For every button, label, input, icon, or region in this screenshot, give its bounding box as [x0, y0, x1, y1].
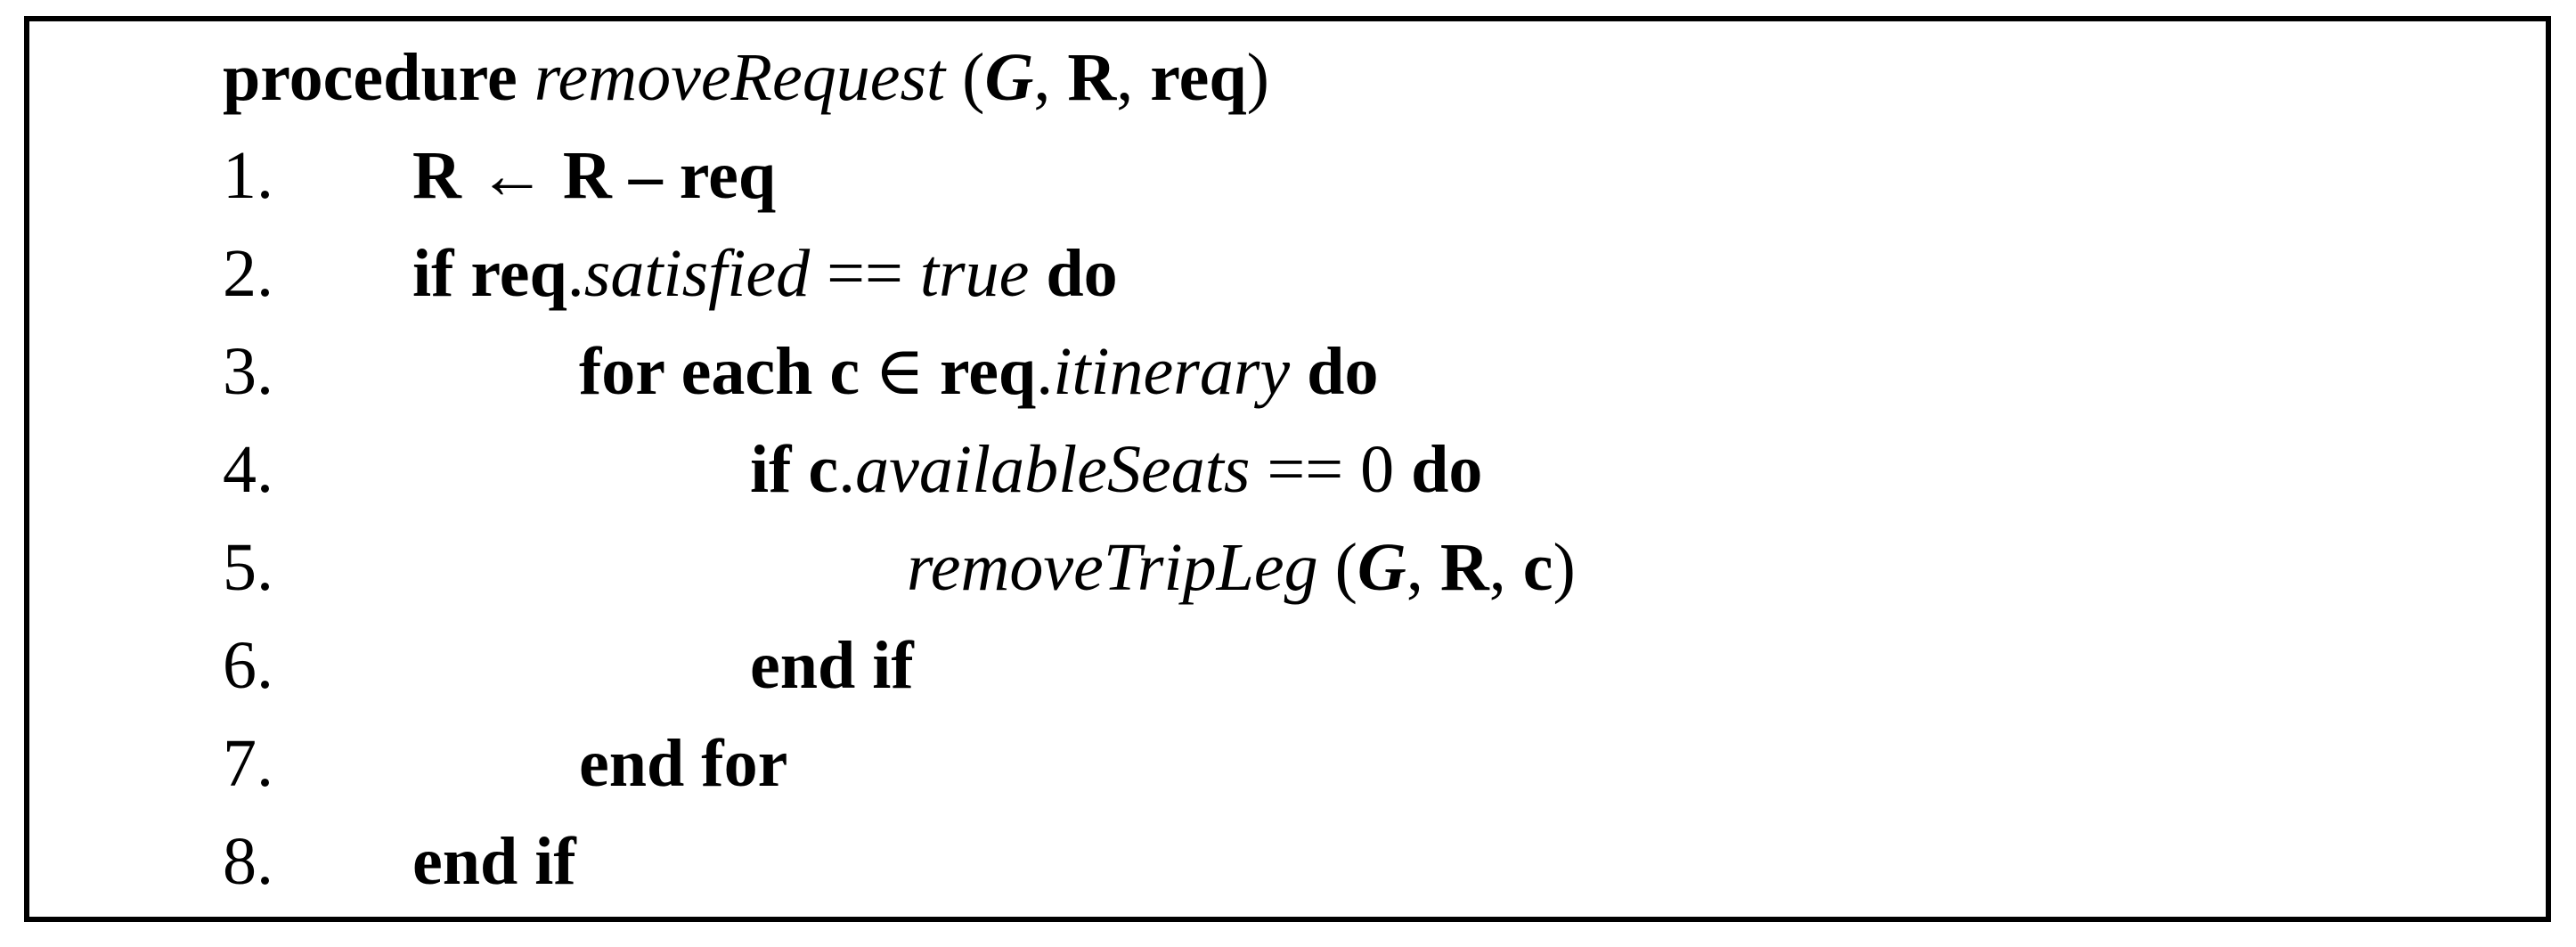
dot: .	[838, 432, 856, 507]
code-line-1: 1. R ← R – req	[223, 127, 2519, 225]
arg-graph: G	[984, 40, 1034, 115]
keyword-end-if: end if	[412, 824, 576, 899]
code-line-6: 6. end if	[223, 616, 2519, 714]
line-number: 4.	[223, 432, 273, 507]
equality-operator: ==	[810, 236, 920, 311]
call-remove-trip-leg: removeTripLeg	[907, 530, 1335, 605]
dot: .	[567, 236, 584, 311]
element-of-symbol: ∈	[874, 334, 925, 409]
line-number: 2.	[223, 236, 273, 311]
procedure-header-content: procedure removeRequest (G, R, req)	[223, 29, 1269, 127]
keyword-end-for: end for	[579, 726, 788, 801]
paren-close: )	[1553, 530, 1576, 605]
keyword-if: if req	[412, 236, 567, 311]
keyword-do: do	[1029, 236, 1118, 311]
keyword-do: do	[1411, 432, 1483, 507]
arg-requests: R	[1439, 530, 1489, 605]
line-number: 5.	[223, 530, 273, 605]
dot: .	[1036, 334, 1054, 409]
arg-requests: R	[1067, 40, 1117, 115]
assignment-statement: R ← R – req	[412, 138, 777, 213]
line-number: 7.	[223, 726, 273, 801]
code-line-4: 4. if c.availableSeats == 0 do	[223, 420, 2519, 518]
line-content: R ← R – req	[412, 127, 776, 225]
comma: ,	[1488, 530, 1523, 605]
equality-zero: == 0	[1250, 432, 1412, 507]
code-line-8: 8. end if	[223, 812, 2519, 910]
literal-true: true	[919, 236, 1030, 311]
paren-open: (	[1334, 530, 1357, 605]
comma: ,	[1406, 530, 1440, 605]
code-line-2: 2. if req.satisfied == true do	[223, 225, 2519, 322]
comma: ,	[1033, 40, 1068, 115]
procedure-name: removeRequest	[534, 40, 963, 115]
line-content: removeTripLeg (G, R, c)	[907, 518, 1576, 616]
comma: ,	[1116, 40, 1151, 115]
line-content: if c.availableSeats == 0 do	[750, 420, 1482, 518]
code-line-3: 3. for each c∈req.itinerary do	[223, 322, 2519, 420]
code-line-5: 5. removeTripLeg (G, R, c)	[223, 518, 2519, 616]
field-satisfied: satisfied	[583, 236, 811, 311]
line-content: end if	[750, 616, 914, 714]
keyword-end-if: end if	[750, 628, 914, 703]
line-number: 1.	[223, 138, 273, 213]
line-content: end for	[579, 714, 787, 812]
keyword-procedure: procedure	[223, 40, 534, 115]
paren-open: (	[962, 40, 985, 115]
line-number: 8.	[223, 824, 273, 899]
line-content: for each c∈req.itinerary do	[579, 322, 1378, 420]
var-req: req	[939, 334, 1037, 409]
procedure-header: procedure removeRequest (G, R, req)	[223, 29, 2519, 127]
line-content: if req.satisfied == true do	[412, 225, 1118, 322]
algorithm-box: procedure removeRequest (G, R, req) 1. R…	[24, 16, 2551, 922]
code-line-7: 7. end for	[223, 714, 2519, 812]
arg-c: c	[1522, 530, 1553, 605]
keyword-do: do	[1290, 334, 1379, 409]
keyword-for-each: for each c	[579, 334, 860, 409]
line-number: 3.	[223, 334, 273, 409]
paren-close: )	[1246, 40, 1269, 115]
field-available-seats: availableSeats	[855, 432, 1251, 507]
keyword-if: if c	[750, 432, 839, 507]
line-content: end if	[412, 812, 576, 910]
line-number: 6.	[223, 628, 273, 703]
field-itinerary: itinerary	[1053, 334, 1291, 409]
arg-graph: G	[1357, 530, 1406, 605]
arg-req: req	[1150, 40, 1247, 115]
